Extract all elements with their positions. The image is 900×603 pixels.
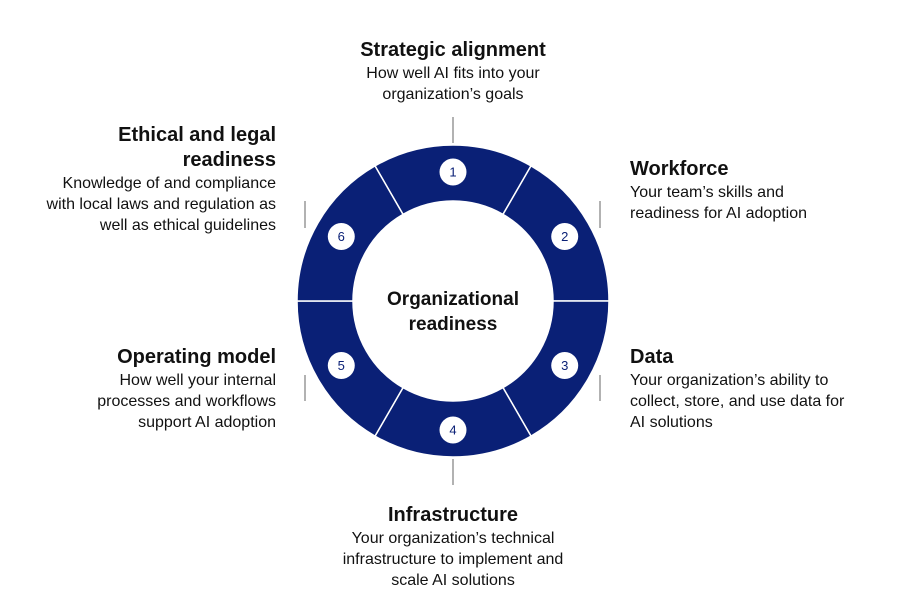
segment-number-badge bbox=[327, 352, 355, 379]
center-label: Organizational readiness bbox=[353, 287, 553, 337]
segment-number: 4 bbox=[449, 423, 456, 438]
segment-number: 3 bbox=[561, 358, 568, 373]
segment-title: Workforce bbox=[630, 158, 729, 180]
segment-number: 5 bbox=[338, 358, 345, 373]
segment-description: Knowledge of and compliance with local l… bbox=[46, 175, 276, 234]
segment-3-label: Data Your organization’s ability to coll… bbox=[630, 345, 845, 433]
segment-number-badge bbox=[439, 416, 467, 444]
segment-description: How well your internal processes and wor… bbox=[97, 372, 276, 431]
segment-1-label: Strategic alignment How well AI fits int… bbox=[303, 38, 603, 105]
segment-description: Your team’s skills and readiness for AI … bbox=[630, 184, 808, 222]
segment-number-badge bbox=[551, 352, 579, 379]
segment-title: Ethical and legal readiness bbox=[118, 124, 276, 171]
segment-4-label: Infrastructure Your organization’s techn… bbox=[318, 503, 588, 591]
segment-title: Data bbox=[630, 346, 674, 368]
segment-description: Your organization’s ability to collect, … bbox=[630, 372, 845, 431]
segment-number: 2 bbox=[561, 229, 568, 244]
segment-2-label: Workforce Your team’s skills and readine… bbox=[630, 157, 845, 224]
segment-number: 1 bbox=[449, 165, 456, 180]
center-label-line2: readiness bbox=[408, 314, 498, 335]
segment-title: Strategic alignment bbox=[360, 39, 546, 61]
segment-title: Infrastructure bbox=[387, 504, 519, 526]
segment-6-label: Ethical and legal readiness Knowledge of… bbox=[30, 123, 276, 236]
segment-number-badge bbox=[439, 158, 467, 186]
segment-number-badge bbox=[327, 223, 355, 250]
segment-5-label: Operating model How well your internal p… bbox=[60, 345, 276, 433]
center-label-line1: Organizational bbox=[387, 289, 519, 310]
segment-title: Operating model bbox=[117, 346, 276, 368]
segment-description: Your organization’s technical infrastruc… bbox=[342, 530, 564, 589]
segment-number: 6 bbox=[338, 229, 345, 244]
segment-number-badge bbox=[551, 223, 579, 250]
segment-description: How well AI fits into your organization’… bbox=[366, 65, 540, 103]
